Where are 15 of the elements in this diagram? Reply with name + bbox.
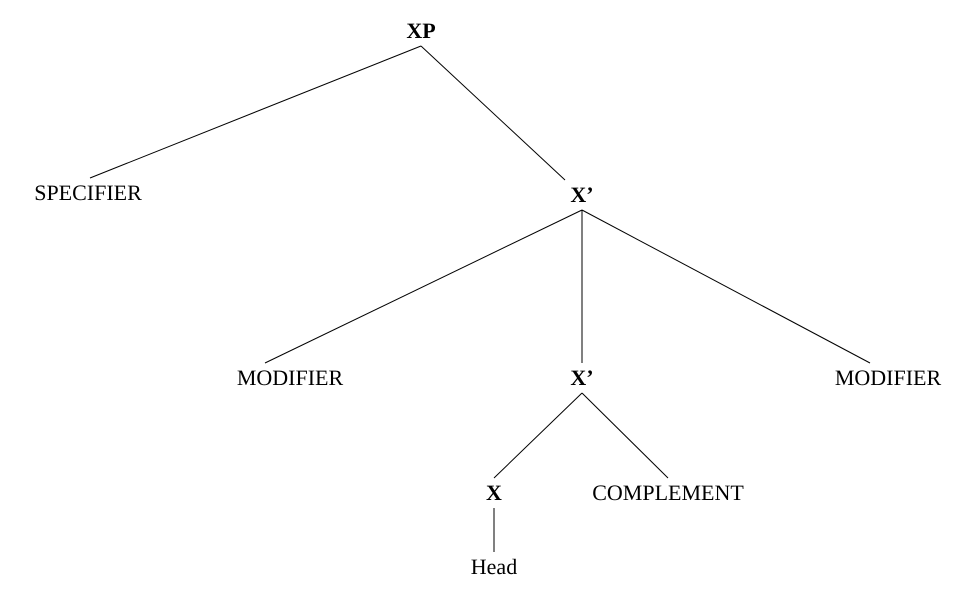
node-label: Head [470, 556, 518, 578]
tree-branch-line [90, 46, 422, 178]
tree-branch-line [264, 210, 582, 364]
node-label: X [486, 482, 502, 504]
node-label: MODIFIER [834, 367, 942, 389]
node-label: XP [406, 20, 436, 42]
tree-branch-line [582, 392, 668, 478]
node-label: COMPLEMENT [592, 482, 744, 504]
node-label: SPECIFIER [34, 182, 142, 204]
tree-branch-line [494, 392, 582, 478]
tree-branch-line [582, 210, 870, 364]
node-label: MODIFIER [236, 367, 344, 389]
tree-branch-line [420, 46, 566, 180]
node-label: X’ [570, 184, 594, 206]
node-label: X’ [570, 367, 594, 389]
